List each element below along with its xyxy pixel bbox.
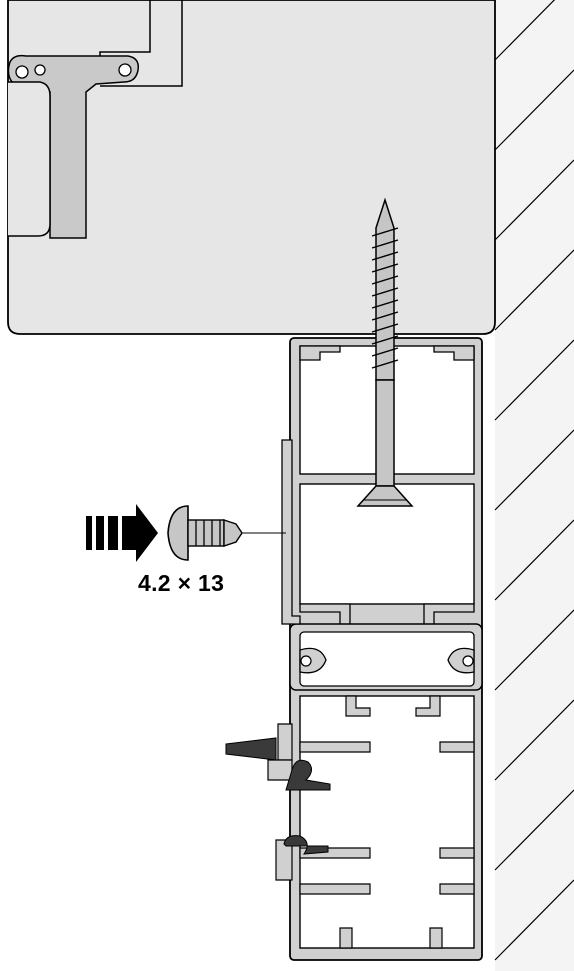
wall-hatching [494, 0, 574, 971]
small-screw [167, 505, 286, 561]
gasket [225, 737, 331, 855]
countersunk-screw [356, 197, 414, 507]
upper-frame [7, 0, 496, 335]
screw-size-label: 4.2 × 13 [138, 570, 225, 596]
insertion-arrow-icon [86, 504, 158, 562]
aluminium-profile [267, 337, 483, 961]
